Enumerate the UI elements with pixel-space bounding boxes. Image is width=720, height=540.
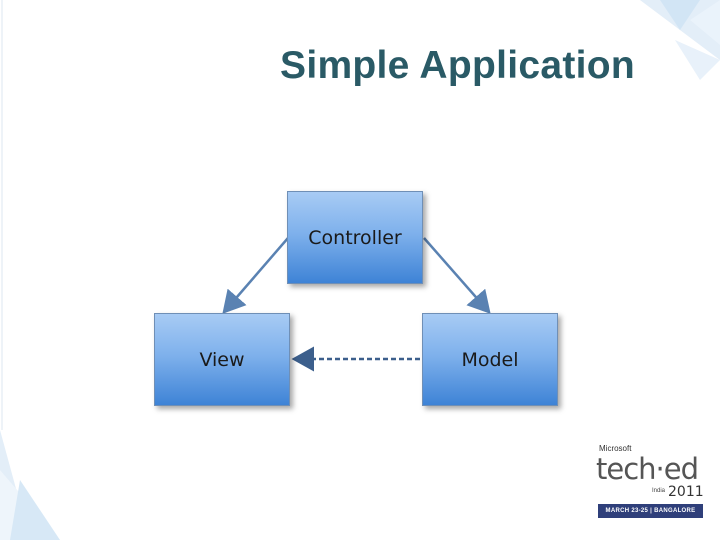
logo-event-line: MARCH 23-25 | BANGALORE [598,504,703,518]
edge-controller-view [222,237,289,314]
controller-node[interactable]: Controller [287,191,423,284]
logo-brand: Microsoft [599,444,632,453]
logo-year: 2011 [668,484,704,500]
teched-logo: Microsoft tech·ed India 2011 MARCH 23-25… [594,444,704,520]
edge-controller-model [423,237,491,314]
model-label: Model [461,348,519,371]
model-node[interactable]: Model [422,313,558,406]
view-label: View [199,348,245,371]
slide-title: Simple Application [280,44,635,87]
logo-region: India [652,488,666,494]
logo-name: tech·ed [596,452,699,486]
view-node[interactable]: View [154,313,290,406]
controller-label: Controller [308,226,402,249]
